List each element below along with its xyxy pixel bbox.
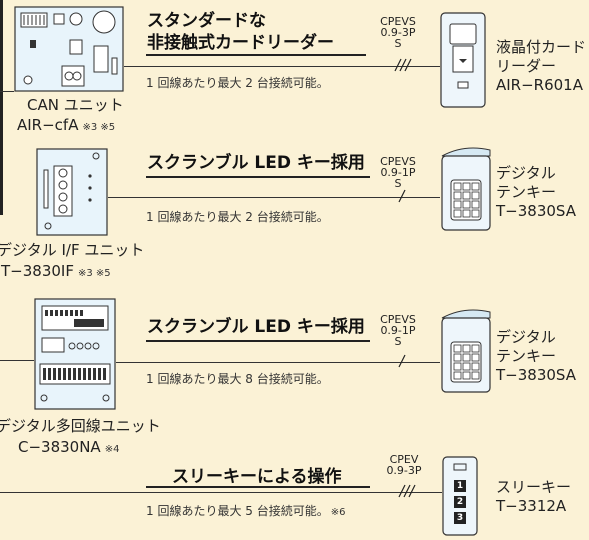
cable-slash-icon (398, 189, 406, 203)
row-title: スクランブル LED キー採用 (147, 153, 365, 173)
cable-slash-icon (394, 58, 412, 72)
row-description: 1 回線あたり最大 2 台接続可能。 (146, 76, 329, 90)
title-underline (146, 340, 370, 342)
multi-line-unit-icon (34, 298, 116, 410)
unit-model-text: AIR−cfA (17, 116, 79, 134)
cable-slash-icon (398, 484, 416, 498)
signal-line (116, 362, 440, 363)
unit-model-text: T−3830IF (1, 262, 74, 280)
device-line-1: デジタル (496, 328, 556, 346)
cable-spec: CPEVS 0.9-1P S (370, 156, 426, 189)
device-line-1: デジタル (496, 164, 556, 182)
unit-model: C−3830NA※4 (18, 437, 119, 460)
title-underline (146, 486, 370, 488)
unit-name: デジタル多回線ユニット (0, 417, 161, 435)
cable-gauge: 0.9-3P (380, 26, 416, 39)
unit-model: T−3830IF※3 ※5 (1, 261, 111, 284)
cable-slash-icon (398, 354, 406, 368)
device-line-3: T−3830SA (496, 366, 576, 384)
diagram-row-3: デジタル多回線ユニット C−3830NA※4 スクランブル LED キー採用 1… (0, 298, 576, 456)
row-description-text: 1 回線あたり最大 5 台接続可能。 (146, 504, 329, 518)
device-line-1: 液晶付カード (496, 38, 587, 56)
key-3-label: 3 (456, 513, 464, 523)
can-unit-icon (14, 6, 124, 92)
key-1-label: 1 (456, 481, 464, 491)
device-line-1: スリーキー (496, 478, 572, 496)
can-unit-board (14, 6, 124, 92)
device-line-2: T−3312A (496, 497, 567, 515)
card-reader-icon (440, 12, 486, 108)
unit-name: CAN ユニット (27, 96, 124, 114)
cable-spec: CPEVS 0.9-3P S (370, 16, 426, 49)
three-key-icon (442, 456, 478, 536)
diagram-row-2: デジタル I/F ユニット T−3830IF※3 ※5 スクランブル LED キ… (0, 147, 576, 284)
keypad-icon (441, 147, 491, 231)
unit-footnotes: ※4 (104, 444, 120, 455)
unit-model: AIR−cfA※3 ※5 (17, 115, 115, 138)
signal-line (0, 492, 442, 493)
device-line-3: T−3830SA (496, 202, 576, 220)
signal-line (108, 197, 440, 198)
device-line-2: テンキー (496, 347, 557, 365)
digital-if-unit-icon (36, 148, 108, 236)
bus-link (0, 91, 14, 92)
cable-shield: S (394, 37, 402, 50)
title-underline (146, 176, 370, 178)
device-line-3: AIR−R601A (496, 76, 583, 94)
keypad-icon (441, 309, 491, 393)
multi-line-unit-board (34, 298, 116, 410)
row-title: スリーキーによる操作 (172, 467, 342, 487)
unit-footnotes: ※3 ※5 (77, 268, 111, 279)
cable-gauge: 0.9-3P (386, 464, 422, 477)
cable-spec: CPEV 0.9-3P (380, 454, 428, 476)
cable-gauge: 0.9-1P (380, 324, 416, 337)
cable-shield: S (394, 177, 402, 190)
row-description: 1 回線あたり最大 5 台接続可能。※6 (146, 502, 345, 519)
digital-if-unit-board (36, 148, 108, 236)
cable-type: CPEVS (380, 15, 416, 28)
cable-spec: CPEVS 0.9-1P S (370, 314, 426, 347)
cable-type: CPEV (389, 453, 419, 466)
row-title-line-1: スタンダードな (147, 11, 266, 31)
row-title: スクランブル LED キー採用 (147, 317, 365, 337)
cable-gauge: 0.9-1P (380, 166, 416, 179)
row-title-line-2: 非接触式カードリーダー (147, 33, 334, 53)
unit-footnotes: ※3 ※5 (82, 122, 116, 133)
cable-type: CPEVS (380, 155, 416, 168)
unit-name: デジタル I/F ユニット (0, 241, 145, 259)
row-description-footnote: ※6 (330, 507, 346, 518)
cable-type: CPEVS (380, 313, 416, 326)
key-2-label: 2 (456, 497, 464, 507)
bus-link (0, 360, 34, 361)
unit-model-text: C−3830NA (18, 438, 101, 456)
device-line-2: テンキー (496, 183, 557, 201)
left-bus-line (0, 0, 3, 215)
row-description: 1 回線あたり最大 8 台接続可能。 (146, 372, 329, 386)
title-underline (146, 54, 366, 56)
diagram-row-1: CAN ユニット AIR−cfA※3 ※5 スタンダードな 非接触式カードリーダ… (0, 0, 589, 215)
cable-shield: S (394, 335, 402, 348)
row-description: 1 回線あたり最大 2 台接続可能。 (146, 210, 329, 224)
device-line-2: リーダー (496, 57, 557, 75)
signal-line (124, 66, 440, 67)
